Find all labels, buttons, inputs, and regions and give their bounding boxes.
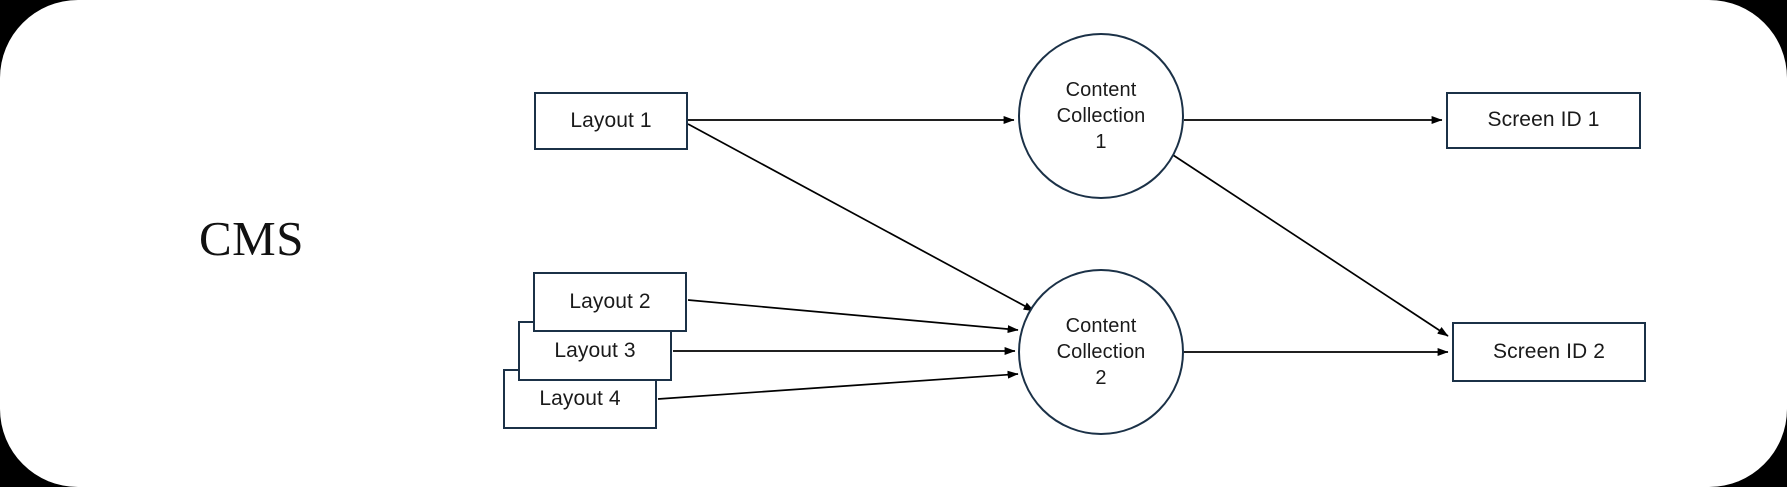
node-content-collection-1[interactable]: Content Collection 1 xyxy=(1018,33,1184,199)
node-content-collection-2[interactable]: Content Collection 2 xyxy=(1018,269,1184,435)
edge-layout4-to-collection2 xyxy=(657,370,1019,400)
edge-collection1-to-screen2 xyxy=(1172,154,1449,337)
edge-layout1-to-collection2 xyxy=(687,123,1035,312)
node-layout-1[interactable]: Layout 1 xyxy=(534,92,688,150)
node-screen-id-2[interactable]: Screen ID 2 xyxy=(1452,322,1646,382)
node-layout-2[interactable]: Layout 2 xyxy=(533,272,687,332)
node-screen-id-1[interactable]: Screen ID 1 xyxy=(1446,92,1641,149)
edge-layout2-to-collection2 xyxy=(687,299,1019,334)
cms-title: CMS xyxy=(199,211,305,266)
